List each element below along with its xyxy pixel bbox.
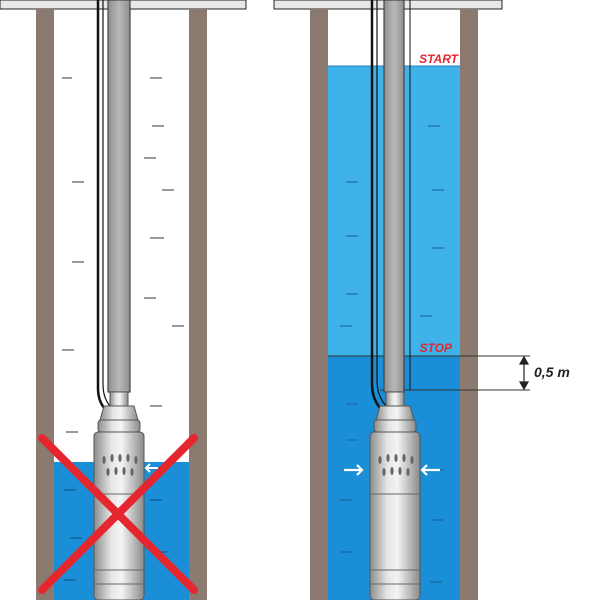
right-power-cable-inner bbox=[376, 0, 387, 407]
right-dashes bbox=[340, 125, 444, 583]
start-label: START bbox=[419, 52, 460, 66]
right-casing-right-wall bbox=[460, 9, 478, 600]
left-power-cable-inner bbox=[102, 0, 111, 407]
left-riser-pipe bbox=[107, 0, 131, 393]
left-casing-left-wall bbox=[36, 9, 54, 600]
distance-dimension bbox=[518, 355, 530, 391]
left-well bbox=[0, 0, 247, 600]
right-inflow-arrow-left-icon bbox=[344, 464, 364, 476]
red-cross-icon bbox=[38, 434, 198, 594]
right-inflow-arrow-right-icon bbox=[420, 464, 440, 476]
left-casing-right-wall bbox=[189, 9, 207, 600]
distance-label: 0,5 m bbox=[534, 364, 570, 380]
left-dashes bbox=[62, 77, 184, 433]
left-power-cable bbox=[96, 0, 107, 411]
right-pump bbox=[369, 391, 421, 600]
right-riser-pipe bbox=[383, 0, 405, 393]
stop-label: STOP bbox=[420, 341, 453, 355]
right-casing-left-wall bbox=[310, 9, 328, 600]
left-inflow-arrow-icon bbox=[144, 463, 158, 473]
right-well: START STOP 0,5 m bbox=[273, 0, 570, 600]
